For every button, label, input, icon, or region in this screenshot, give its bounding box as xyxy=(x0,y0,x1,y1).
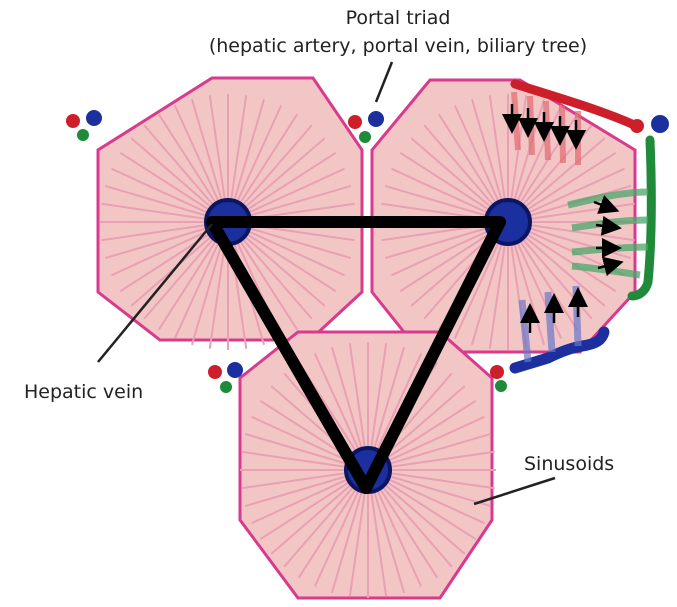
sinusoids-label: Sinusoids xyxy=(524,453,614,475)
portal-vein-icon xyxy=(368,111,384,127)
hepatic-artery-icon xyxy=(348,115,362,129)
portal-vein-icon xyxy=(86,110,102,126)
hepatic-vein-label: Hepatic vein xyxy=(24,381,143,403)
portal-branch xyxy=(548,292,552,352)
portal-vein-icon xyxy=(227,362,243,378)
artery-branch xyxy=(546,101,548,160)
bile-duct-icon xyxy=(495,380,507,392)
portal-vein-icon xyxy=(651,115,669,133)
bile-duct-icon xyxy=(359,131,371,143)
bottom-lobule xyxy=(240,332,496,598)
bile-duct-icon xyxy=(220,381,232,393)
artery-branch xyxy=(514,92,518,150)
hepatic-artery-end xyxy=(630,119,644,133)
hepatic-artery-icon xyxy=(490,365,504,379)
hepatic-artery-icon xyxy=(208,365,222,379)
hepatic-artery-icon xyxy=(66,114,80,128)
bile-duct-icon xyxy=(77,129,89,141)
portal-triad-detail: (hepatic artery, portal vein, biliary tr… xyxy=(209,35,587,57)
artery-branch xyxy=(530,96,532,155)
portal-triad-title: Portal triad xyxy=(346,7,451,29)
left-lobule xyxy=(98,78,362,350)
portal-triad-leader-line xyxy=(376,62,392,102)
portal-triad-top-right xyxy=(651,115,669,133)
portal-triad-middle-left xyxy=(208,362,243,393)
portal-triad-top-left xyxy=(66,110,102,141)
artery-branch xyxy=(562,106,563,163)
